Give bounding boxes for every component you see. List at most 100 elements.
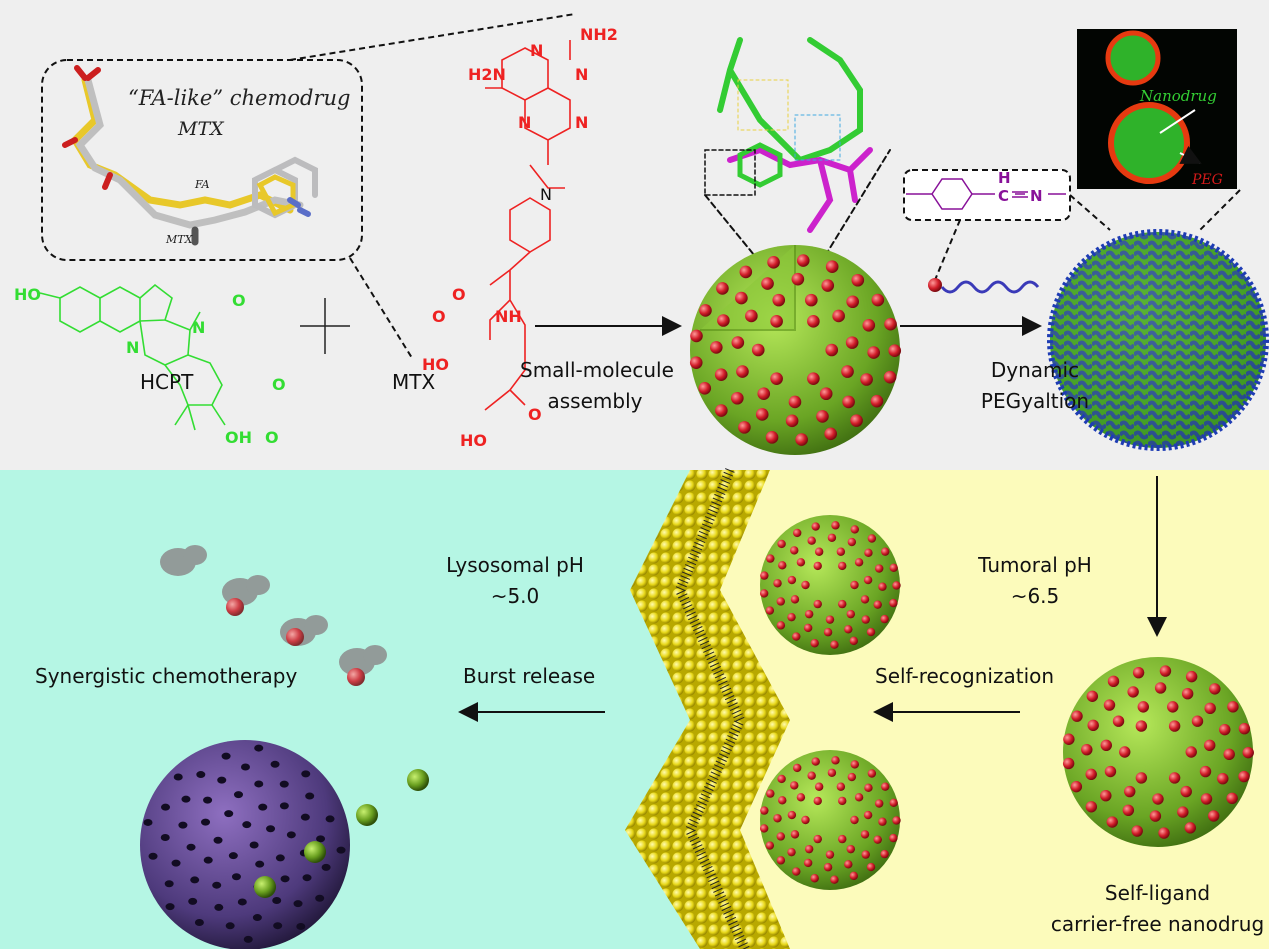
drug-bead (796, 254, 810, 267)
mtx-structure (484, 40, 571, 411)
pore (196, 771, 206, 779)
imine-callout: H C N (903, 169, 1241, 294)
drug-bead (1137, 701, 1149, 713)
drug-bead (1238, 770, 1250, 783)
pore (190, 876, 200, 884)
drug-bead (838, 834, 847, 844)
drug-bead (1152, 793, 1164, 805)
drug-bead (836, 547, 846, 556)
fa-mtx-overlay-model (62, 65, 318, 246)
atom-label: O (265, 428, 279, 447)
drug-bead (825, 260, 839, 273)
atom-label: H2N (468, 65, 506, 84)
pore (233, 791, 243, 799)
drug-bead (766, 789, 775, 798)
drug-bead (831, 521, 840, 530)
drug-bead (755, 408, 769, 421)
drug-bead (787, 612, 796, 622)
drug-bead (790, 595, 800, 604)
drug-bead (1135, 720, 1148, 732)
lysosomal-line2: ~5.0 (490, 584, 540, 608)
pore (237, 898, 247, 906)
drug-bead (813, 834, 822, 844)
atom-label: O (452, 285, 466, 304)
drug-bead (770, 372, 783, 385)
pore (188, 897, 198, 905)
drug-bead (1185, 670, 1198, 683)
drug-bead (867, 346, 880, 359)
synergistic-label: Synergistic chemotherapy (35, 664, 298, 688)
atom-label: N (192, 318, 205, 337)
drug-bead (699, 304, 712, 317)
tumoral-line2: ~6.5 (1010, 584, 1060, 608)
pore (325, 815, 335, 823)
pore (213, 836, 223, 844)
hcpt-structure (39, 283, 226, 431)
drug-bead (1122, 804, 1135, 817)
pore (301, 770, 311, 778)
drug-bead (765, 606, 775, 615)
drug-bead (738, 421, 751, 434)
lysosome-sphere (140, 740, 350, 949)
drug-bead (813, 599, 822, 609)
drug-bead (801, 580, 810, 590)
burst-release-label: Burst release (463, 664, 596, 688)
drug-bead (814, 547, 824, 556)
drug-bead (883, 370, 897, 384)
drug-bead (778, 796, 787, 805)
pore (302, 874, 312, 882)
drug-bead (1104, 765, 1117, 778)
docking-model (704, 37, 891, 307)
pore (270, 760, 280, 768)
pore (178, 821, 188, 829)
atom-label: N (530, 41, 543, 60)
atom-label: O (432, 307, 446, 326)
drug-bead (841, 365, 854, 378)
drug-bead (810, 874, 819, 883)
assembly-line1: Small-molecule (520, 358, 674, 382)
drug-bead (773, 579, 782, 588)
inset-title: “FA-like” chemodrug (128, 86, 351, 110)
drug-bead (1223, 748, 1235, 761)
drug-bead (804, 609, 814, 619)
atom-label: OH (225, 428, 252, 447)
drug-bead (1168, 720, 1181, 732)
drug-bead (731, 336, 745, 349)
pore (280, 875, 290, 883)
drug-bead (787, 810, 797, 820)
pore (181, 795, 191, 803)
drug-bead (773, 814, 782, 823)
lysosome-region (0, 470, 720, 949)
drug-bead (1107, 675, 1120, 688)
drug-bead (739, 265, 753, 279)
pore (186, 843, 196, 851)
drug-bead (790, 830, 800, 839)
atom-label: HO (422, 355, 449, 374)
drug-bead (845, 336, 859, 349)
drug-bead (1180, 785, 1192, 798)
drug-bead (770, 315, 783, 328)
pore (231, 873, 241, 881)
drug-bead (1106, 816, 1118, 828)
drug-bead (825, 850, 835, 859)
tumoral-ph-label: Tumoral pH~6.5 (975, 550, 1095, 612)
drug-bead (849, 871, 858, 881)
drug-bead (866, 862, 876, 872)
pore (254, 780, 264, 788)
drug-bead (1085, 768, 1097, 781)
peg-chain-icon (940, 280, 1040, 294)
drug-bead (1227, 701, 1239, 713)
drug-bead (1209, 683, 1221, 695)
pore (305, 792, 315, 800)
drug-bead (850, 414, 863, 427)
imine-h: H (998, 169, 1011, 187)
pore (316, 835, 326, 843)
drug-bead (772, 293, 786, 307)
pore (254, 744, 264, 752)
drug-bead (860, 830, 870, 839)
pore (148, 852, 158, 860)
drug-bead (807, 372, 820, 385)
pore (243, 935, 253, 943)
drug-bead (847, 772, 857, 782)
